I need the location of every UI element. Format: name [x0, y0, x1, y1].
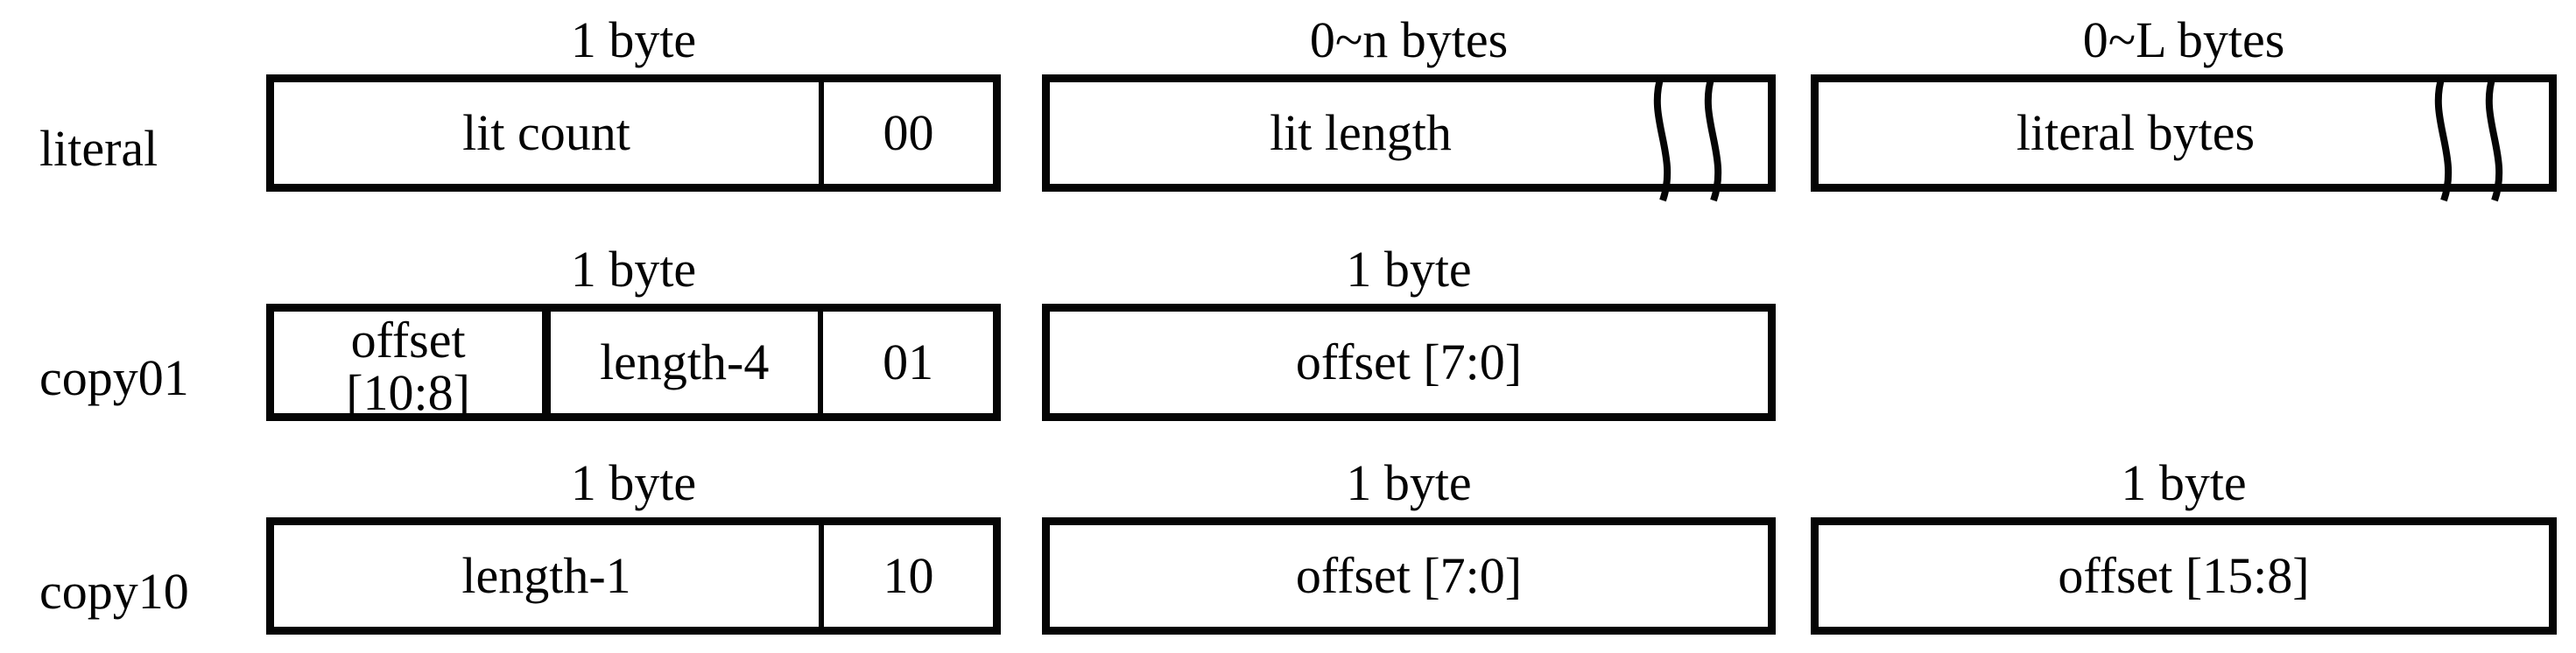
size-label: 1 byte — [570, 454, 697, 511]
copy01-first-byte-box: offset [10:8] length-4 01 — [266, 304, 1001, 421]
size-label: 0~L bytes — [2082, 11, 2285, 68]
copy10-offset-high-box: offset [15:8] — [1811, 517, 2557, 635]
box-segment: 01 — [818, 312, 993, 413]
copy01-offset-low-box: offset [7:0] — [1042, 304, 1776, 421]
box-segment: length-4 — [542, 312, 818, 413]
literal-length-box: lit length — [1042, 74, 1776, 202]
row-label-copy10: copy10 — [39, 563, 189, 620]
box-segment: 10 — [819, 525, 993, 627]
box-segment: offset [15:8] — [2058, 547, 2310, 604]
size-label: 0~n bytes — [1309, 11, 1509, 68]
size-label: 1 byte — [570, 241, 697, 298]
size-label: 1 byte — [2121, 454, 2247, 511]
box-segment: 00 — [819, 82, 993, 184]
literal-first-byte-box: lit count 00 — [266, 74, 1001, 192]
box-segment: offset [7:0] — [1295, 547, 1523, 604]
literal-bytes-box: literal bytes — [1811, 74, 2557, 202]
box-segment: literal bytes — [2016, 104, 2256, 161]
segment-text-line: [10:8] — [346, 364, 470, 421]
box-segment: lit count — [462, 104, 630, 161]
copy10-offset-low-box: offset [7:0] — [1042, 517, 1776, 635]
size-label: 1 byte — [570, 11, 697, 68]
size-label: 1 byte — [1346, 241, 1472, 298]
row-label-literal: literal — [39, 120, 158, 177]
copy10-first-byte-box: length-1 10 — [266, 517, 1001, 635]
box-segment: offset [10:8] — [274, 312, 542, 421]
row-label-copy01: copy01 — [39, 349, 189, 406]
box-segment: length-1 — [461, 547, 631, 604]
size-label: 1 byte — [1346, 454, 1472, 511]
box-segment: offset [7:0] — [1295, 334, 1523, 390]
box-segment: lit length — [1270, 104, 1452, 161]
segment-text-line: offset — [350, 312, 466, 369]
